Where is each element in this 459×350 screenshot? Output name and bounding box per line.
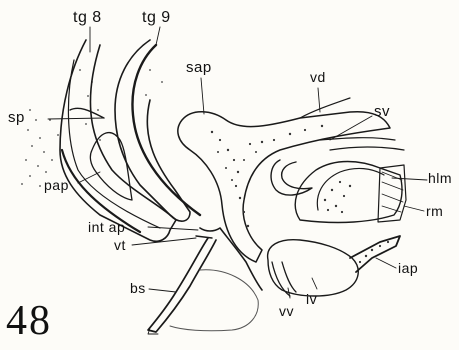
label-vt: vt: [114, 238, 126, 252]
label-tg9: tg 9: [142, 10, 171, 26]
label-sap: sap: [186, 60, 212, 75]
basal-sclerite: [148, 238, 216, 332]
label-vd: vd: [310, 70, 326, 84]
label-int-ap: int ap: [88, 220, 125, 234]
ventral-valve: [272, 262, 296, 296]
leader-lines: [48, 27, 427, 298]
label-iv: iv: [306, 292, 317, 306]
label-tg8: tg 8: [73, 10, 102, 26]
label-sv: sv: [374, 104, 390, 119]
tergite-8-inner: [68, 60, 160, 228]
label-bs: bs: [130, 281, 146, 295]
sap-body: [178, 112, 390, 262]
label-vv: vv: [279, 304, 294, 318]
sap-shading: [211, 125, 323, 227]
tergite-9-outline: [115, 40, 190, 221]
label-iap: iap: [398, 261, 418, 275]
label-rm: rm: [426, 204, 443, 218]
label-pap: pap: [44, 178, 69, 192]
hlm-inner: [317, 168, 384, 210]
hlm-lobe: [295, 162, 402, 223]
hlm-shading: [324, 181, 351, 213]
label-hlm: hlm: [428, 171, 452, 185]
paramere: [90, 133, 132, 200]
label-sp: sp: [8, 110, 25, 125]
figure-number: 48: [6, 300, 52, 342]
iv-bulb: [268, 240, 359, 296]
central-hook: [271, 160, 312, 195]
